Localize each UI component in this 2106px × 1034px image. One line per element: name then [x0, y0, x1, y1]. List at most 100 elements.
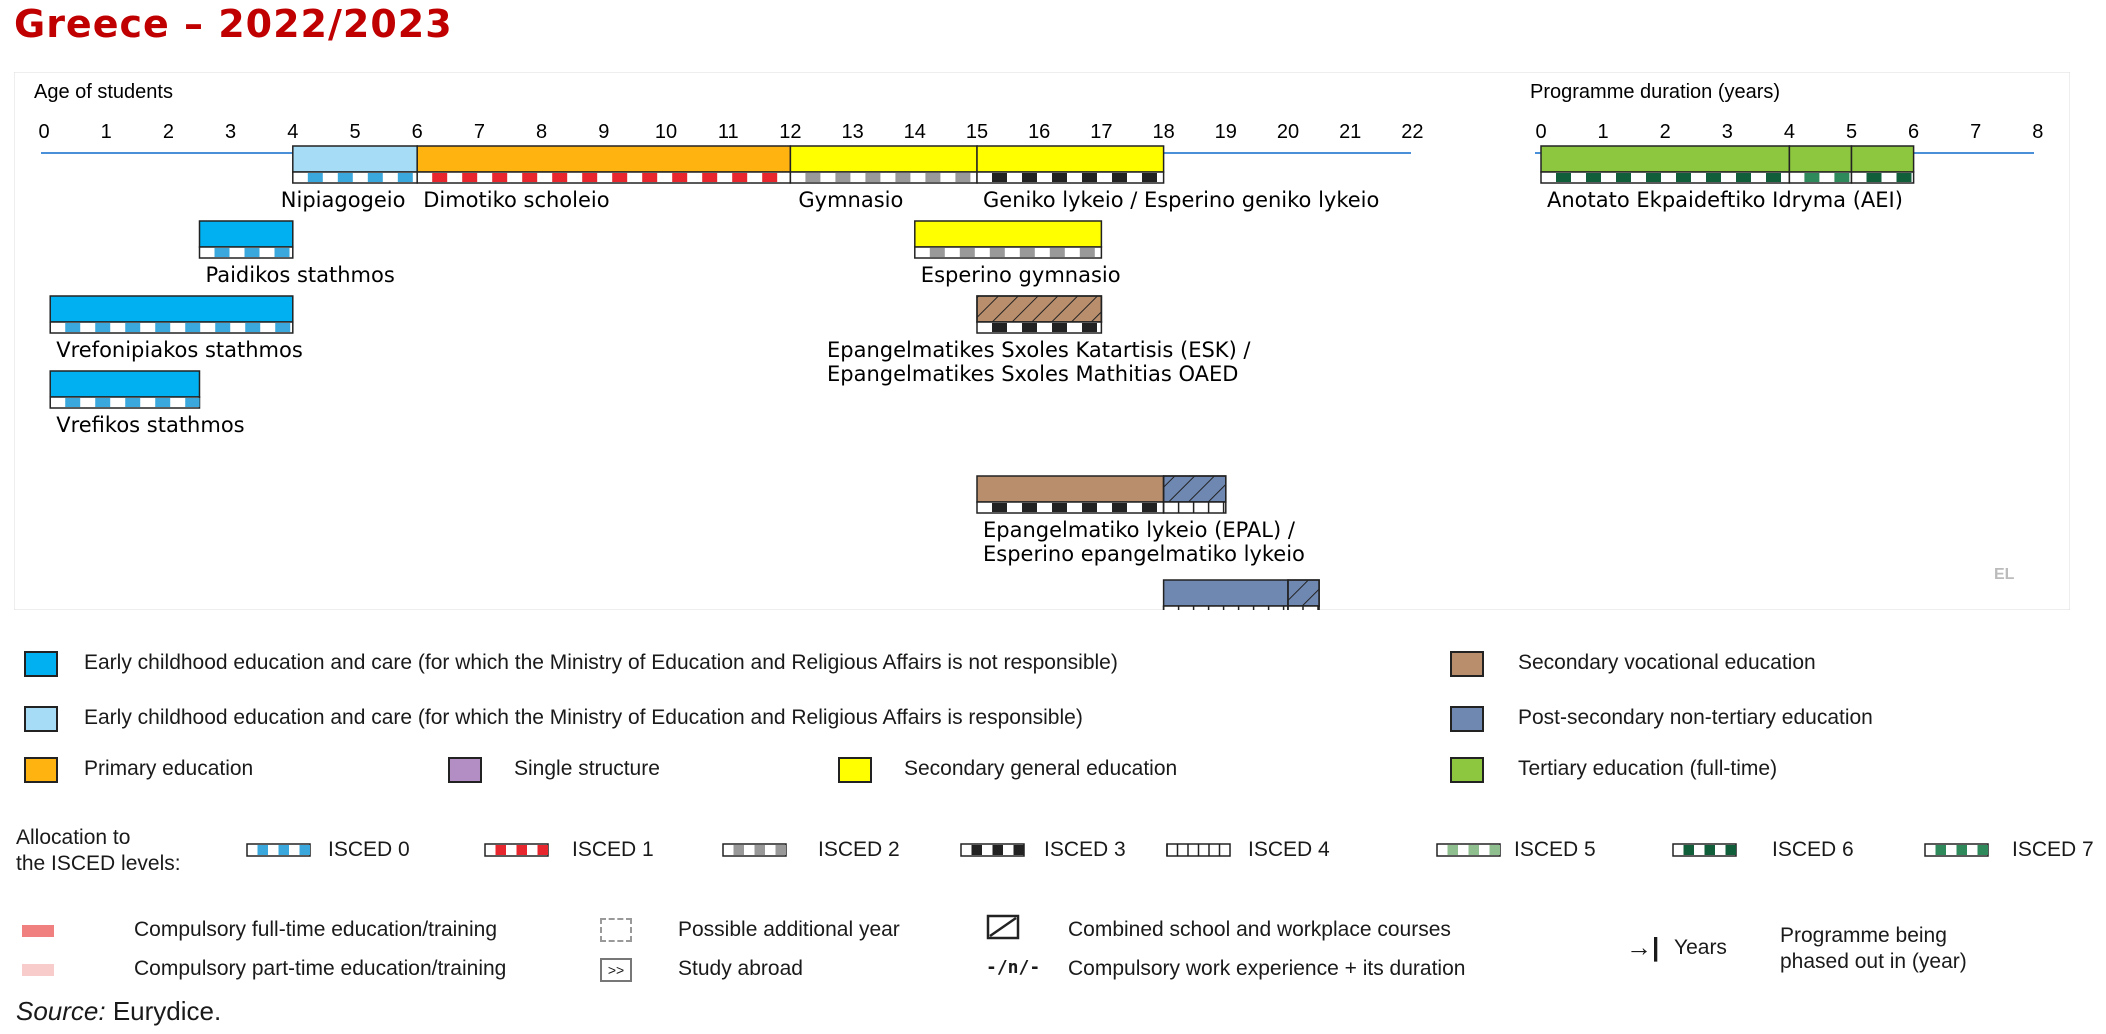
compulsory-part-label: Compulsory part-time education/training — [134, 957, 507, 980]
isced-strip-segment — [185, 398, 200, 407]
isced-swatch-segment — [278, 845, 289, 855]
legend-label: Early childhood education and care (for … — [84, 651, 1118, 674]
isced-swatch-segment — [1725, 845, 1736, 855]
isced-strip-segment — [1676, 173, 1691, 182]
isced-strip-segment — [1049, 248, 1065, 257]
programme: Esperino gymnasio — [914, 220, 1121, 287]
age-tick-label: 17 — [1090, 121, 1112, 143]
isced-legend-swatch — [484, 843, 549, 857]
legend-swatch — [448, 757, 482, 783]
work-exp-symbol: -/n/- — [986, 957, 1041, 978]
age-tick-label: 13 — [841, 121, 863, 143]
isced-strip-segment — [895, 173, 911, 182]
isced-strip-segment — [805, 173, 821, 182]
isced-strip-segment — [125, 398, 141, 407]
legend-label: Post-secondary non-tertiary education — [1518, 706, 1873, 729]
isced-strip-segment — [65, 398, 81, 407]
isced-strip-segment — [1112, 173, 1127, 182]
isced-strip-segment — [275, 323, 291, 332]
isced-strip-segment — [1082, 173, 1097, 182]
isced-strip-segment — [1766, 173, 1781, 182]
isced-legend-label: ISCED 6 — [1772, 838, 1854, 861]
programme-label: Nipiagogeio — [281, 188, 406, 212]
isced-swatch-segment — [495, 845, 506, 855]
age-tick-label: 8 — [536, 121, 547, 143]
programme-bar — [976, 145, 1165, 173]
programme-label: Geniko lykeio / Esperino geniko lykeio — [983, 188, 1379, 212]
isced-swatch-segment — [1447, 845, 1458, 855]
programme: Vrefikos stathmos — [49, 370, 245, 437]
age-tick-label: 18 — [1152, 121, 1174, 143]
age-tick-label: 2 — [163, 121, 174, 143]
programme-bar — [789, 145, 978, 173]
isced-swatch-segment — [733, 845, 744, 855]
isced-swatch-group — [1166, 843, 1231, 857]
compulsory-full-label: Compulsory full-time education/training — [134, 918, 497, 941]
isced-strip-segment — [835, 173, 851, 182]
age-tick-label: 22 — [1401, 121, 1423, 143]
tertiary-group: Anotato Ekpaideftiko Idryma (AEI) — [1540, 145, 1915, 212]
isced-swatch-group — [722, 843, 787, 857]
combined-hatch — [1162, 475, 1227, 503]
programme-bar — [198, 220, 294, 248]
isced-strip-segment — [959, 248, 975, 257]
programme-label: Vrefikos stathmos — [56, 413, 244, 437]
isced-strip-segment — [307, 173, 323, 182]
isced-strip-segment — [1079, 248, 1095, 257]
isced-swatch-segment — [1977, 845, 1988, 855]
isced-strip — [1540, 171, 1791, 184]
programme: Epangelmatikes Sxoles Katartisis (ESK) /… — [827, 295, 1251, 386]
duration-tick-label: 4 — [1784, 121, 1795, 143]
tertiary-label: Anotato Ekpaideftiko Idryma (AEI) — [1547, 188, 1903, 212]
isced-strip-segment — [1112, 503, 1127, 512]
tertiary-bar — [1850, 145, 1915, 173]
programme-bar — [416, 145, 792, 173]
isced-swatch-segment — [992, 845, 1003, 855]
isced-strip-segment — [1082, 503, 1097, 512]
isced-strip-segment — [367, 173, 383, 182]
programme-bar — [914, 220, 1103, 248]
programme-bar — [49, 370, 201, 398]
duration-tick-label: 5 — [1846, 121, 1857, 143]
programme-label: Dimotiko scholeio — [423, 188, 609, 212]
isced-strip-segment — [1142, 173, 1157, 182]
country-code: EL — [1994, 566, 2015, 583]
isced-legend-label: ISCED 0 — [328, 838, 410, 861]
programme-label: Paidikos stathmos — [206, 263, 395, 287]
duration-tick-label: 7 — [1970, 121, 1981, 143]
isced-swatch-group — [1672, 843, 1737, 857]
isced-legend-swatch — [246, 843, 311, 857]
legend-label: Tertiary education (full-time) — [1518, 757, 1778, 780]
isced-strip-segment — [215, 323, 231, 332]
study-abroad-label: Study abroad — [678, 957, 803, 980]
legend-swatch — [1450, 651, 1484, 677]
isced-strip-segment — [1052, 503, 1067, 512]
compulsory-part-swatch — [22, 964, 54, 976]
programme: Epangelmatiko lykeio (EPAL) /Esperino ep… — [976, 475, 1305, 566]
legend-swatch — [838, 757, 872, 783]
age-tick-label: 9 — [598, 121, 609, 143]
isced-strip-segment — [1556, 173, 1571, 182]
isced-strip-segment — [1586, 173, 1601, 182]
isced-legend-swatch — [960, 843, 1025, 857]
isced-strip-segment — [65, 323, 81, 332]
phased-out-label: phased out in (year) — [1780, 950, 1967, 973]
programme-bar — [292, 145, 418, 173]
additional-year-label: Possible additional year — [678, 918, 900, 941]
isced-strip-segment — [1022, 323, 1037, 332]
tertiary-bar — [1540, 145, 1791, 173]
age-tick-label: 1 — [101, 121, 112, 143]
work-exp-label: Compulsory work experience + its duratio… — [1068, 957, 1466, 980]
legend-label: Early childhood education and care (for … — [84, 706, 1083, 729]
isced-strip-segment — [1706, 173, 1721, 182]
isced-legend-swatch — [1924, 843, 1989, 857]
age-axis-label: Age of students — [34, 81, 173, 103]
isced-swatch-segment — [1683, 845, 1694, 855]
legend-swatch — [24, 757, 58, 783]
isced-legend-label: ISCED 1 — [572, 838, 654, 861]
isced-swatch-segment — [516, 845, 527, 855]
duration-tick-label: 1 — [1598, 121, 1609, 143]
